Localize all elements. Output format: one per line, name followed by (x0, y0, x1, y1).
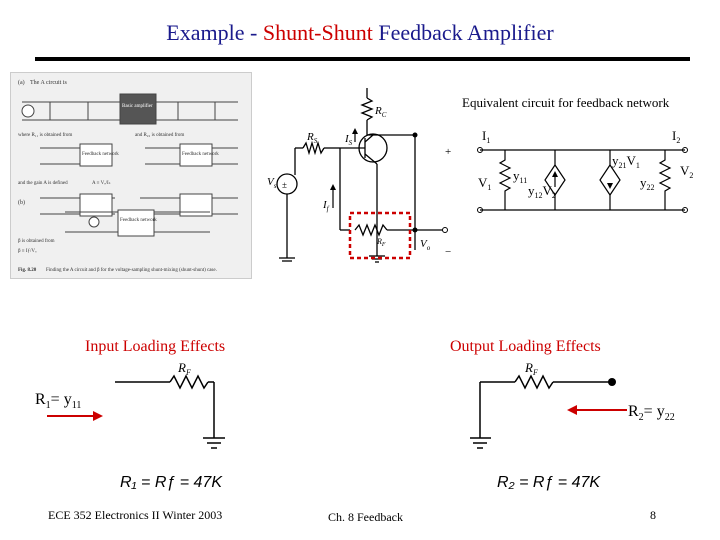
textbook-figure-drawing: (a) The A circuit is Basic amplifier whe… (18, 79, 238, 273)
rf-highlight-box (348, 211, 412, 260)
fig-gain-text: and the gain A is defined (18, 181, 68, 186)
r1-arrow (47, 411, 103, 421)
r1-eq-sub: 11 (71, 400, 82, 412)
r1-symbol: R (35, 391, 46, 408)
fig-part-a-text: The A circuit is (30, 80, 67, 86)
footer-page-number: 8 (650, 508, 656, 522)
r1-sub: 1 (45, 400, 51, 412)
vs-source-sign: ± (282, 180, 287, 190)
rs-label: RS (306, 131, 318, 145)
rf-label: RF (376, 237, 386, 248)
output-loading-circuit: RF (470, 360, 616, 449)
fig-caption-text: Finding the A circuit and β for the volt… (46, 268, 217, 273)
i1-label: I1 (482, 128, 490, 145)
input-loading-circuit: RF (115, 360, 225, 449)
fig-beta-formula: β ≡ Iƒ/Vₒ (18, 249, 37, 254)
r2-symbol: R (628, 403, 639, 420)
fig-part-b-label: (b) (18, 199, 25, 206)
if-arrow (330, 184, 336, 190)
y11-label: y11 (513, 168, 527, 185)
v2-label: V2 (680, 163, 693, 180)
plus-sign: + (445, 146, 451, 158)
vs-label: Vs (267, 176, 277, 190)
fig-part-b-text: β is obtained from (18, 239, 55, 244)
title-rule (35, 57, 690, 61)
y12v2-label: y12V2 (528, 183, 556, 200)
is-label: IS (344, 133, 353, 147)
footer-chapter: Ch. 8 Feedback (328, 510, 403, 524)
r1-equation: R1= y11 (35, 391, 81, 411)
r2-eq-sub: 22 (664, 412, 675, 424)
fig-feedback-network-2: Feedback network (182, 152, 219, 157)
fig-and-r22: and R₂₂ is obtained from (135, 133, 184, 138)
formula-left: R₁ = Rƒ = 47K (120, 474, 222, 491)
equivalent-circuit: I1 I2 V1 y11 y12V2 y21V1 y22 V2 (477, 128, 693, 213)
i2-label: I2 (672, 128, 680, 145)
r2-sub: 2 (638, 412, 644, 424)
page-title: Example - Shunt-Shunt Feedback Amplifier (0, 20, 720, 46)
output-loading-heading: Output Loading Effects (450, 338, 601, 355)
title-highlight: Shunt-Shunt (262, 20, 379, 45)
formula-right: R₂ = Rƒ = 47K (497, 474, 601, 491)
fig-part-a-label: (a) (18, 79, 25, 86)
rf-input-label: RF (177, 360, 191, 377)
title-rest: Feedback Amplifier (378, 20, 554, 45)
v1-label: V1 (478, 175, 491, 192)
r1-eq: = y (50, 391, 72, 408)
footer-course: ECE 352 Electronics II Winter 2003 (48, 508, 223, 522)
amplifier-circuit: + − ± RC RS IS If Vs RF Vo (267, 88, 451, 263)
input-loading-heading: Input Loading Effects (85, 338, 226, 355)
fig-feedback-network-3: Feedback network (120, 218, 157, 223)
y22-label: y22 (640, 175, 655, 192)
r2-arrow (567, 405, 627, 415)
r2-equation: R2= y22 (628, 403, 675, 423)
minus-sign: − (445, 246, 451, 258)
fig-where-r11: where R₁₁ is obtained from (18, 133, 72, 138)
rf-output-label: RF (524, 360, 538, 377)
y21v1-label: y21V1 (612, 153, 640, 170)
fig-basic-amp: Basic amplifier (122, 104, 153, 109)
fig-feedback-network-1: Feedback network (82, 152, 119, 157)
fig-caption: Fig. 8.20 (18, 268, 37, 273)
if-label: If (322, 199, 330, 213)
is-arrow (352, 128, 358, 134)
vo-label: Vo (420, 238, 431, 252)
fig-gain-formula: A ≡ Vₒ/Iₛ (92, 181, 111, 186)
rc-label: RC (374, 105, 387, 119)
title-prefix: Example - (166, 20, 263, 45)
equiv-circuit-title: Equivalent circuit for feedback network (462, 95, 670, 110)
r2-eq: = y (643, 403, 665, 420)
